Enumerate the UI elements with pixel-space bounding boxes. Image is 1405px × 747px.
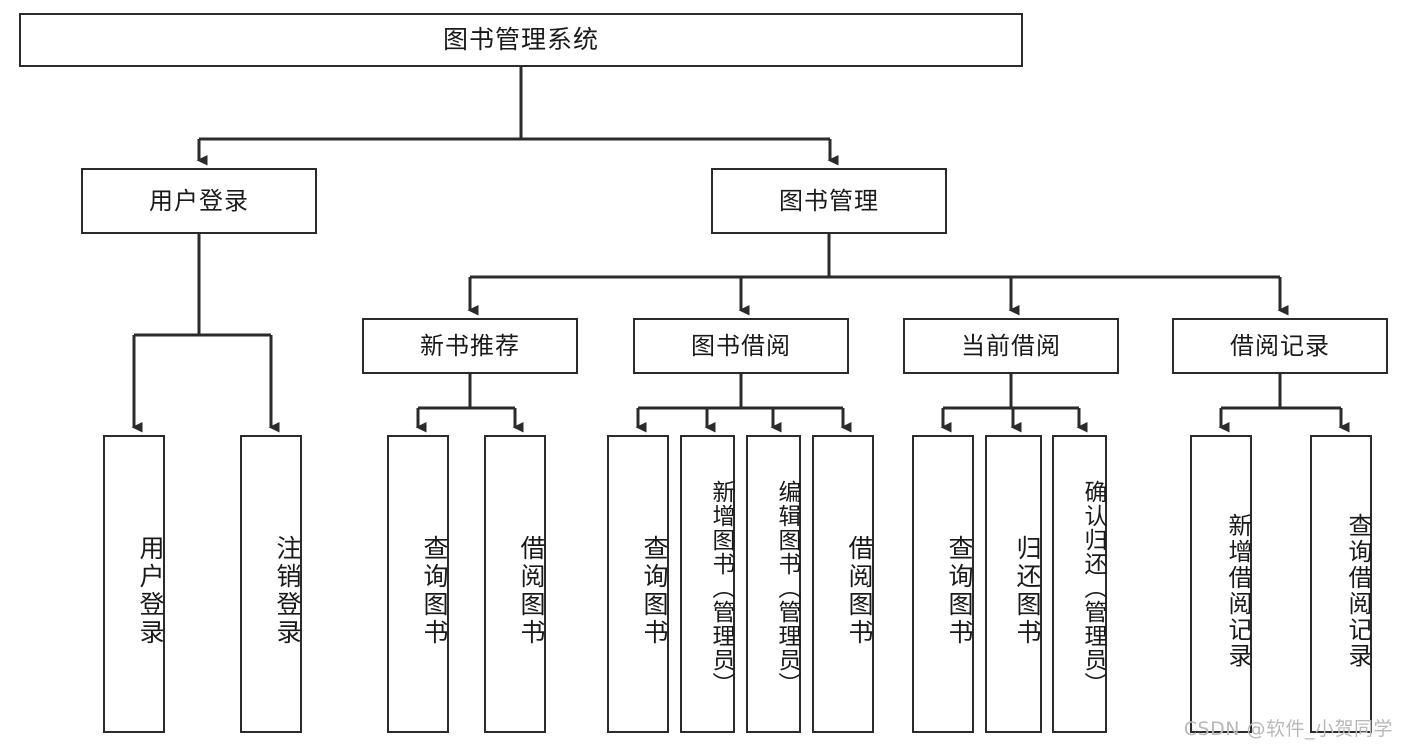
- node-leaf-add-book[interactable]: 新增图书（管理员）: [680, 435, 735, 733]
- node-user-login[interactable]: 用户登录: [81, 168, 317, 234]
- node-current-borrow-label: 当前借阅: [961, 331, 1061, 360]
- node-leaf-user-login-label: 用户登录: [136, 535, 165, 647]
- node-root[interactable]: 图书管理系统: [19, 13, 1023, 67]
- node-leaf-add-borrow-record[interactable]: 新增借阅记录: [1190, 435, 1252, 733]
- node-leaf-confirm-return-label: 确认归还（管理员）: [1080, 480, 1106, 696]
- csdn-watermark: CSDN @软件_小贺同学: [1183, 718, 1393, 740]
- node-user-login-label: 用户登录: [149, 186, 249, 215]
- node-book-borrow[interactable]: 图书借阅: [633, 318, 849, 374]
- node-borrow-record-label: 借阅记录: [1230, 331, 1330, 360]
- node-leaf-add-book-label: 新增图书（管理员）: [708, 480, 734, 696]
- node-current-borrow[interactable]: 当前借阅: [903, 318, 1119, 374]
- node-leaf-borrow-book-borrow-label: 借阅图书: [845, 535, 874, 647]
- node-leaf-query-book-borrow[interactable]: 查询图书: [607, 435, 669, 733]
- node-leaf-borrow-book-recommend[interactable]: 借阅图书: [484, 435, 546, 733]
- node-new-book-recommend-label: 新书推荐: [420, 331, 520, 360]
- node-leaf-confirm-return[interactable]: 确认归还（管理员）: [1052, 435, 1107, 733]
- node-book-borrow-label: 图书借阅: [691, 331, 791, 360]
- node-leaf-query-book-recommend-label: 查询图书: [420, 535, 449, 647]
- node-book-manage[interactable]: 图书管理: [711, 168, 947, 234]
- node-leaf-query-borrow-record-label: 查询借阅记录: [1344, 513, 1372, 669]
- node-leaf-query-book-borrow-label: 查询图书: [640, 535, 669, 647]
- node-leaf-user-login[interactable]: 用户登录: [103, 435, 165, 733]
- node-leaf-logout-label: 注销登录: [273, 535, 302, 647]
- node-leaf-logout[interactable]: 注销登录: [240, 435, 302, 733]
- node-leaf-query-book-recommend[interactable]: 查询图书: [387, 435, 449, 733]
- node-new-book-recommend[interactable]: 新书推荐: [362, 318, 578, 374]
- node-leaf-edit-book[interactable]: 编辑图书（管理员）: [746, 435, 801, 733]
- node-leaf-return-book[interactable]: 归还图书: [985, 435, 1042, 733]
- node-leaf-borrow-book-recommend-label: 借阅图书: [517, 535, 546, 647]
- node-root-label: 图书管理系统: [442, 25, 599, 54]
- node-leaf-edit-book-label: 编辑图书（管理员）: [774, 480, 800, 696]
- node-book-manage-label: 图书管理: [779, 186, 879, 215]
- node-borrow-record[interactable]: 借阅记录: [1172, 318, 1388, 374]
- node-leaf-query-book-current-label: 查询图书: [945, 535, 974, 647]
- node-leaf-add-borrow-record-label: 新增借阅记录: [1224, 513, 1252, 669]
- node-leaf-return-book-label: 归还图书: [1013, 535, 1042, 647]
- node-leaf-borrow-book-borrow[interactable]: 借阅图书: [812, 435, 874, 733]
- node-leaf-query-book-current[interactable]: 查询图书: [912, 435, 974, 733]
- node-leaf-query-borrow-record[interactable]: 查询借阅记录: [1310, 435, 1372, 733]
